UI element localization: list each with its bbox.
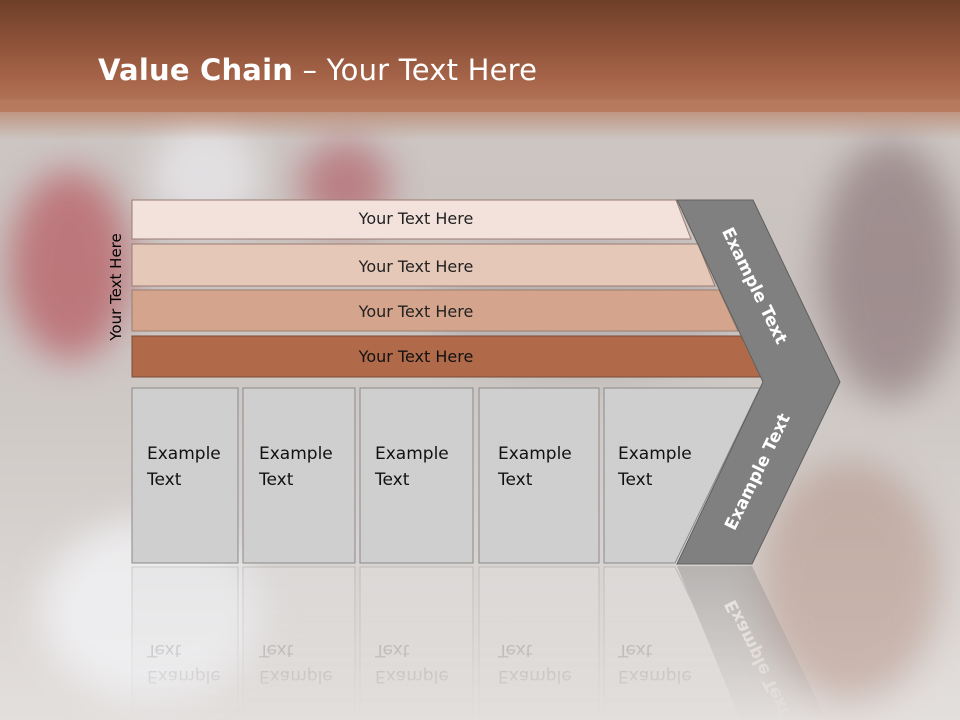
reflection-text: Example bbox=[375, 666, 449, 686]
primary-box-2-line2: Text bbox=[258, 470, 294, 490]
primary-box-2-line1: Example bbox=[259, 444, 333, 464]
reflection-text: Example bbox=[498, 666, 572, 686]
support-row-1-label: Your Text Here bbox=[358, 209, 474, 228]
primary-box-3-line1: Example bbox=[375, 444, 449, 464]
support-row-4-label: Your Text Here bbox=[358, 347, 474, 366]
support-row-2-label: Your Text Here bbox=[358, 257, 474, 276]
background-blur-shape bbox=[820, 140, 960, 400]
primary-box-3-line2: Text bbox=[374, 470, 410, 490]
reflection-text: Text bbox=[258, 640, 294, 660]
primary-box-1-line2: Text bbox=[146, 470, 182, 490]
reflection-text: Text bbox=[146, 640, 182, 660]
reflection-text: Example bbox=[147, 666, 221, 686]
background-blur-shape bbox=[10, 170, 130, 360]
support-row-1 bbox=[131, 199, 692, 240]
reflection-text: Example bbox=[618, 666, 692, 686]
primary-box-4-line1: Example bbox=[498, 444, 572, 464]
primary-box-5-line2: Text bbox=[617, 470, 653, 490]
primary-box-5 bbox=[603, 387, 761, 564]
primary-box-5-line1: Example bbox=[618, 444, 692, 464]
slide-title: Value Chain – Your Text Here bbox=[98, 53, 537, 87]
reflection-text: Text bbox=[374, 640, 410, 660]
reflection-text: Text bbox=[617, 640, 653, 660]
title-bar bbox=[0, 0, 960, 112]
primary-box-4-line2: Text bbox=[497, 470, 533, 490]
support-row-3 bbox=[131, 289, 739, 332]
reflection-text: Example bbox=[259, 666, 333, 686]
primary-box-3 bbox=[359, 387, 474, 564]
reflection-text: Text bbox=[497, 640, 533, 660]
diagram-reflection: Example Text Example Text Example Text E… bbox=[131, 566, 827, 720]
primary-box-1-line1: Example bbox=[147, 444, 221, 464]
margin-chevron bbox=[676, 199, 841, 565]
title-rest: – Your Text Here bbox=[293, 53, 538, 87]
primary-box-1 bbox=[131, 387, 239, 564]
primary-box-4 bbox=[478, 387, 600, 564]
title-bar-fade bbox=[0, 100, 960, 140]
primary-box-2 bbox=[242, 387, 356, 564]
support-row-3-label: Your Text Here bbox=[358, 302, 474, 321]
title-bold: Value Chain bbox=[98, 53, 294, 87]
support-row-2 bbox=[131, 243, 716, 287]
